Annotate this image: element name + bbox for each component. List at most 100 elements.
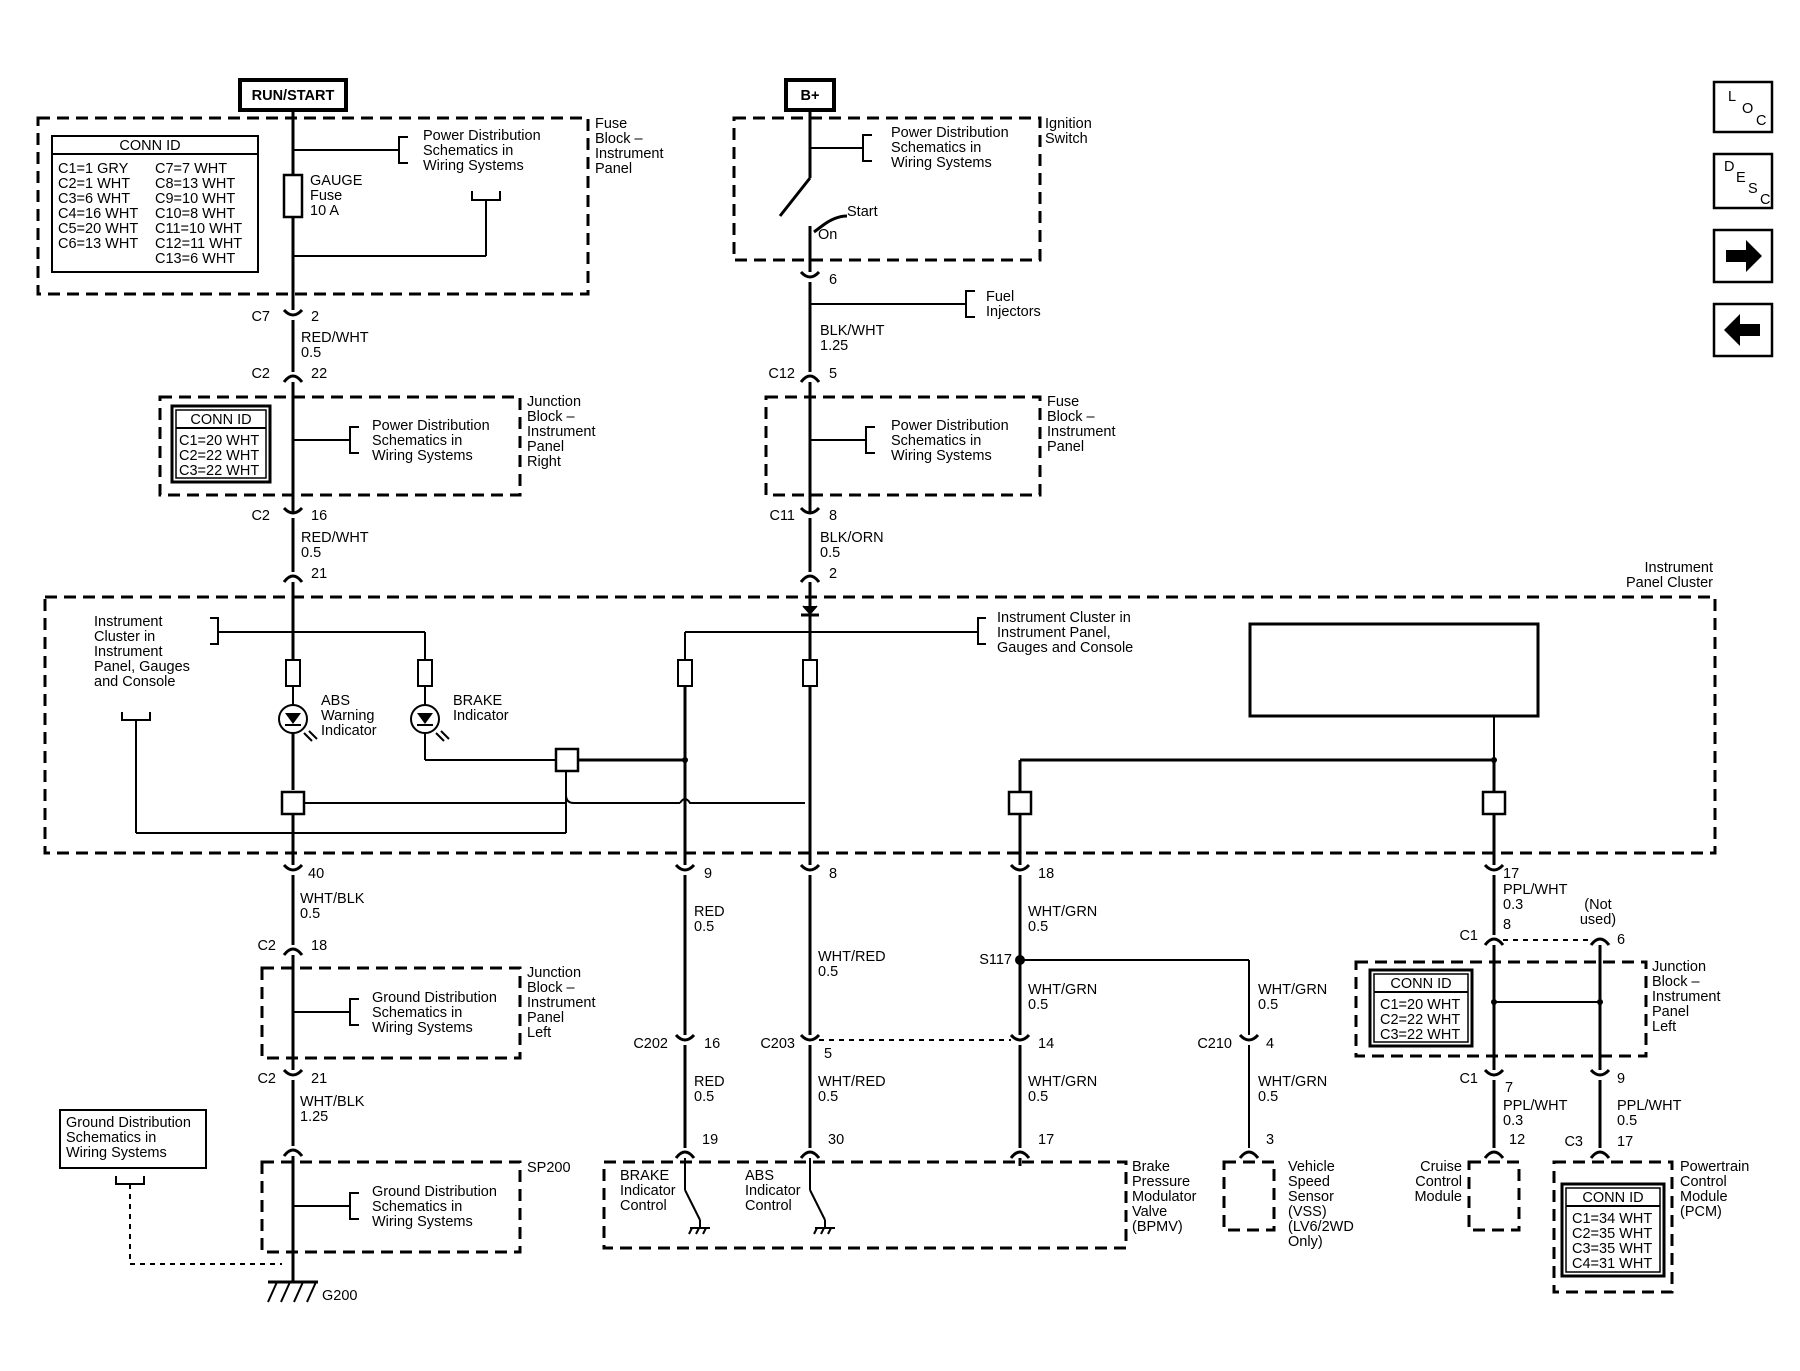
- resistor-icon: [677, 659, 693, 687]
- svg-text:Module: Module: [1680, 1189, 1728, 1205]
- svg-text:Indicator: Indicator: [745, 1183, 801, 1199]
- svg-text:BRAKE: BRAKE: [453, 693, 502, 709]
- svg-text:RED: RED: [694, 904, 725, 920]
- abs-control-switch-icon: [809, 1158, 835, 1235]
- svg-text:Fuse: Fuse: [595, 116, 627, 132]
- connector-cruise-12: [1483, 1150, 1505, 1159]
- svg-text:17: 17: [1617, 1134, 1633, 1150]
- abs-indicator-label: ABS Warning Indicator: [321, 693, 377, 739]
- svg-text:Fuse: Fuse: [310, 188, 342, 204]
- connector-c2-22: [282, 374, 304, 383]
- svg-text:Only): Only): [1288, 1234, 1323, 1250]
- diode-arrow-icon: [802, 605, 818, 616]
- svg-text:Vehicle: Vehicle: [1288, 1159, 1335, 1175]
- previous-arrow-button[interactable]: [1712, 302, 1774, 358]
- svg-text:Control: Control: [745, 1198, 792, 1214]
- svg-text:CONN ID: CONN ID: [190, 412, 251, 428]
- svg-text:14: 14: [1038, 1036, 1054, 1052]
- svg-text:Block –: Block –: [527, 980, 575, 996]
- svg-text:C202: C202: [633, 1036, 668, 1052]
- desc-button[interactable]: D E S C: [1712, 152, 1774, 210]
- svg-text:C7: C7: [251, 309, 270, 325]
- svg-text:Instrument: Instrument: [1652, 989, 1721, 1005]
- svg-text:17: 17: [1503, 866, 1519, 882]
- svg-text:9: 9: [704, 866, 712, 882]
- svg-text:C3=35 WHT: C3=35 WHT: [1572, 1241, 1652, 1257]
- svg-text:used): used): [1580, 912, 1616, 928]
- svg-text:6: 6: [1617, 932, 1625, 948]
- svg-text:BLK/WHT: BLK/WHT: [820, 323, 885, 339]
- svg-text:(LV6/2WD: (LV6/2WD: [1288, 1219, 1354, 1235]
- connector-bpmv-19: [674, 1150, 696, 1159]
- connector-c203-14: [1009, 1033, 1031, 1042]
- svg-text:Junction: Junction: [527, 394, 581, 410]
- svg-text:Wiring Systems: Wiring Systems: [372, 1020, 473, 1036]
- svg-text:C5=20 WHT: C5=20 WHT: [58, 221, 138, 237]
- sp200-label: SP200: [527, 1160, 571, 1176]
- on-position-label: On: [818, 227, 837, 243]
- svg-text:Instrument: Instrument: [1645, 560, 1714, 576]
- abs-warning-led-icon: [278, 704, 318, 742]
- svg-text:WHT/GRN: WHT/GRN: [1028, 904, 1097, 920]
- connector-ipc-9: [674, 863, 696, 872]
- instrument-panel-cluster-outline: [43, 595, 1717, 855]
- svg-text:Instrument: Instrument: [1047, 424, 1116, 440]
- svg-text:Ignition: Ignition: [1045, 116, 1092, 132]
- connector-c12-5: [799, 374, 821, 383]
- svg-text:0.5: 0.5: [820, 545, 840, 561]
- svg-text:C1=1 GRY: C1=1 GRY: [58, 161, 129, 177]
- svg-text:Wiring Systems: Wiring Systems: [66, 1145, 167, 1161]
- jb-ip-right-ref: Power Distribution Schematics in Wiring …: [372, 418, 490, 464]
- jb-ip-right-conn-id: CONN ID C1=20 WHT C2=22 WHT C3=22 WHT: [170, 404, 272, 484]
- svg-text:Power Distribution: Power Distribution: [891, 125, 1009, 141]
- svg-text:GAUGE: GAUGE: [310, 173, 363, 189]
- logic-block-icon: [554, 747, 580, 773]
- svg-text:C2: C2: [251, 366, 270, 382]
- svg-text:10 A: 10 A: [310, 203, 339, 219]
- svg-text:C: C: [1756, 113, 1766, 129]
- svg-text:0.5: 0.5: [818, 964, 838, 980]
- svg-text:ABS: ABS: [321, 693, 350, 709]
- svg-text:WHT/RED: WHT/RED: [818, 1074, 886, 1090]
- fuse-block-ip-2-ref: Power Distribution Schematics in Wiring …: [891, 418, 1009, 464]
- svg-text:BLK/ORN: BLK/ORN: [820, 530, 884, 546]
- svg-text:Block –: Block –: [595, 131, 643, 147]
- bpmv-outline: [602, 1160, 1128, 1250]
- cluster-ref-right: Instrument Cluster in Instrument Panel, …: [997, 610, 1133, 656]
- svg-text:Instrument: Instrument: [94, 644, 163, 660]
- svg-text:(VSS): (VSS): [1288, 1204, 1327, 1220]
- svg-text:Cluster in: Cluster in: [94, 629, 155, 645]
- svg-text:ABS: ABS: [745, 1168, 774, 1184]
- svg-text:Fuel: Fuel: [986, 289, 1014, 305]
- next-arrow-button[interactable]: [1712, 228, 1774, 284]
- svg-text:0.5: 0.5: [694, 1089, 714, 1105]
- svg-text:C2: C2: [257, 1071, 276, 1087]
- connector-c1-7: [1483, 1068, 1505, 1077]
- fuel-injectors-ref: Fuel Injectors: [986, 289, 1041, 320]
- svg-text:Power Distribution: Power Distribution: [891, 418, 1009, 434]
- svg-text:Power Distribution: Power Distribution: [423, 128, 541, 144]
- svg-text:C2=22 WHT: C2=22 WHT: [179, 448, 259, 464]
- loc-button[interactable]: L O C: [1712, 80, 1774, 134]
- svg-text:17: 17: [1038, 1132, 1054, 1148]
- svg-text:Schematics in: Schematics in: [891, 140, 981, 156]
- svg-text:C11=10 WHT: C11=10 WHT: [155, 221, 242, 237]
- svg-text:0.5: 0.5: [301, 545, 321, 561]
- svg-text:Modulator: Modulator: [1132, 1189, 1197, 1205]
- svg-text:RED/WHT: RED/WHT: [301, 530, 369, 546]
- svg-text:S: S: [1748, 181, 1758, 197]
- not-used-label: (Not used): [1580, 897, 1616, 928]
- svg-text:C1=34 WHT: C1=34 WHT: [1572, 1211, 1652, 1227]
- connector-c2-18: [282, 947, 304, 956]
- logic-block-icon: [280, 790, 306, 816]
- connector-pcm-c3-17: [1589, 1150, 1611, 1159]
- connector-bpmv-17: [1009, 1150, 1031, 1159]
- svg-text:Ground Distribution: Ground Distribution: [372, 1184, 497, 1200]
- svg-text:Ground Distribution: Ground Distribution: [372, 990, 497, 1006]
- svg-text:5: 5: [829, 366, 837, 382]
- svg-text:Speed: Speed: [1288, 1174, 1330, 1190]
- connector-c2-16: [282, 506, 304, 515]
- svg-text:and Console: and Console: [94, 674, 175, 690]
- ignition-switch-ref: Power Distribution Schematics in Wiring …: [891, 125, 1009, 171]
- svg-text:0.5: 0.5: [1258, 1089, 1278, 1105]
